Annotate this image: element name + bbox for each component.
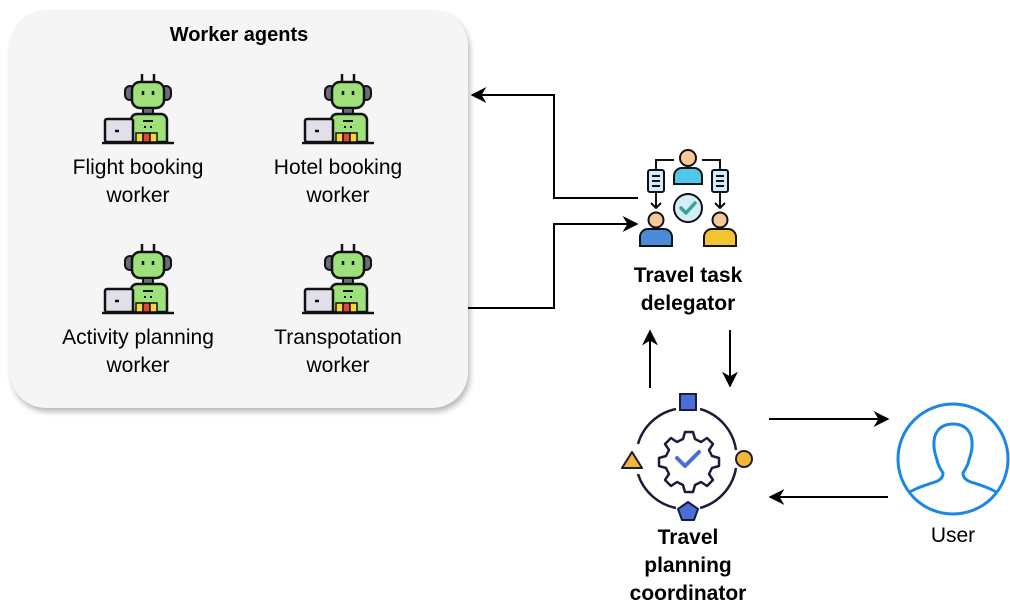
worker-label-line2: worker — [306, 184, 370, 207]
worker-flight-booking: Flight booking worker — [38, 72, 238, 210]
coordinator-label-line1: Travel — [657, 526, 719, 549]
worker-label-line2: worker — [106, 354, 170, 377]
worker-label-line1: Activity planning — [62, 326, 214, 349]
worker-label-line1: Flight booking — [72, 156, 204, 179]
worker-transportation: Transpotation worker — [238, 242, 438, 380]
worker-label-line1: Hotel booking — [273, 156, 403, 179]
task-delegation-icon — [639, 149, 737, 247]
coordinator-label-line2: planning — [644, 554, 732, 577]
group-title: Worker agents — [169, 24, 309, 46]
arrow-workers-to-delegator — [468, 216, 639, 309]
worker-label-line1: Transpotation — [274, 326, 402, 349]
delegator-label-line2: delegator — [640, 292, 736, 315]
worker-agents-group — [10, 10, 468, 408]
worker-hotel-booking: Hotel booking worker — [238, 72, 438, 210]
gear-coordination-icon — [621, 393, 753, 521]
worker-label-line2: worker — [306, 354, 370, 377]
coordinator-label: Travel planning coordinator — [598, 524, 778, 608]
worker-label-line2: worker — [106, 184, 170, 207]
worker-activity-planning: Activity planning worker — [38, 242, 238, 380]
delegator-label-line1: Travel task — [633, 264, 743, 287]
user-icon — [896, 402, 1010, 516]
arrow-delegator-to-workers — [470, 87, 638, 199]
user-label: User — [930, 524, 976, 547]
delegator-label: Travel task delegator — [600, 262, 776, 318]
coordinator-label-line3: coordinator — [629, 582, 747, 605]
